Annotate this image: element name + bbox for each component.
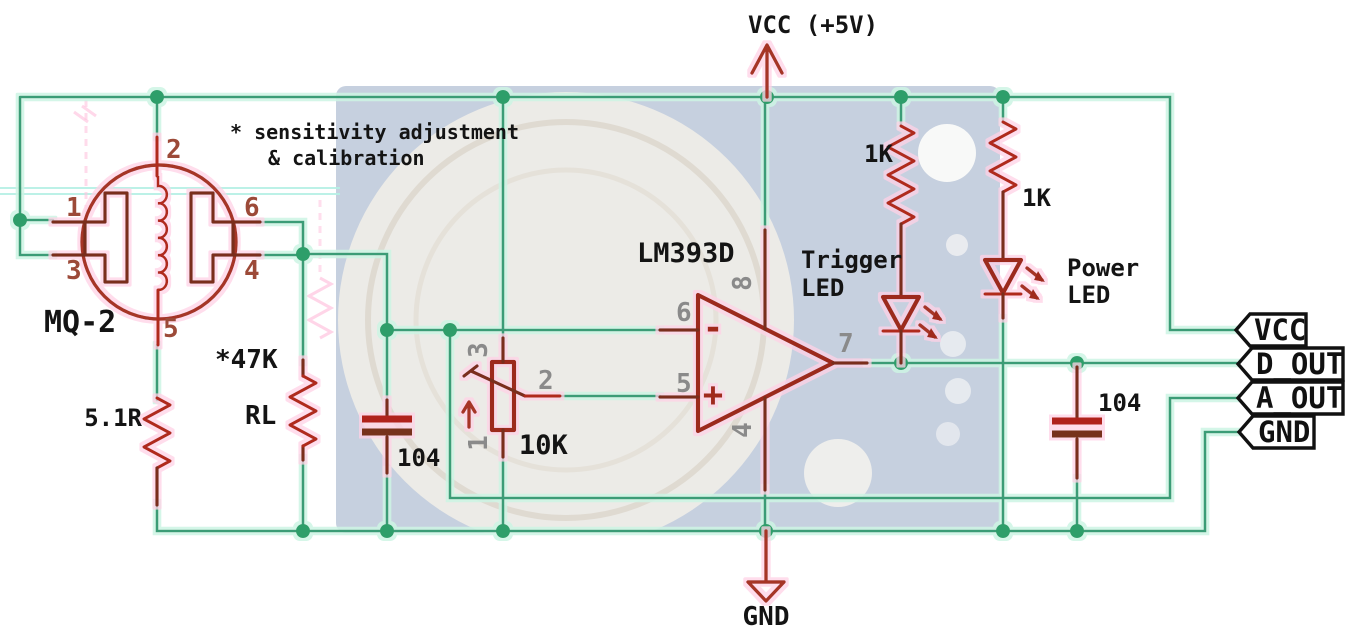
comparator-pin-8: 8: [728, 275, 758, 291]
pot-wiper: [462, 364, 527, 398]
pot-pin-1: 1: [464, 435, 494, 451]
gnd-power-symbol[interactable]: [746, 529, 786, 603]
inverting-input-sign: -: [703, 308, 723, 348]
gnd-rail-label: GND: [743, 602, 790, 632]
power-led-label-2: LED: [1067, 281, 1110, 309]
left-capacitor-symbol[interactable]: [362, 398, 412, 475]
mq2-pin-5: 5: [163, 314, 179, 344]
mq2-sensor-symbol[interactable]: [51, 135, 262, 347]
connector-vcc-label: VCC: [1254, 313, 1306, 347]
trigger-resistor-value: 1K: [864, 140, 893, 168]
mq2-pin-4: 4: [244, 256, 260, 286]
connector-gnd[interactable]: GND: [1236, 414, 1316, 450]
mq2-pin-2: 2: [166, 135, 182, 165]
note-line2: & calibration: [268, 146, 425, 170]
mq2-pin-3: 3: [66, 256, 82, 286]
heater-resistor-value: 5.1R: [84, 404, 142, 432]
comparator-symbol[interactable]: - +: [658, 228, 869, 492]
mq2-pin-6: 6: [244, 193, 260, 223]
comparator-pin-4: 4: [728, 422, 758, 438]
mq2-heater-coil: [156, 176, 169, 292]
mq2-label: MQ-2: [44, 305, 116, 340]
left-capacitor-value: 104: [397, 444, 440, 472]
connector-d-out-label: D_OUT: [1256, 347, 1343, 381]
mq2-right-electrode: [189, 191, 235, 284]
ghost-artifacts: [0, 100, 340, 340]
connector-a-out[interactable]: A_OUT: [1235, 380, 1345, 416]
comparator-pin-6: 6: [676, 298, 692, 328]
labels: VCC (+5V) GND * sensitivity adjustment &…: [44, 11, 1141, 632]
wire-network[interactable]: [13, 90, 1241, 538]
trigger-led-label-2: LED: [801, 274, 844, 302]
right-capacitor-symbol[interactable]: [1052, 365, 1102, 480]
pin-numbers: 1 2 3 4 5 6 3 1 2 6 5 7 8 4: [66, 135, 854, 451]
connector-gnd-label: GND: [1258, 415, 1310, 449]
power-led-resistor-symbol[interactable]: [988, 120, 1018, 262]
trigger-led-resistor-symbol[interactable]: [886, 124, 916, 299]
pot-pin-2: 2: [538, 366, 554, 396]
power-led-symbol[interactable]: [982, 257, 1045, 320]
module-photo-background: [336, 86, 1170, 533]
connector-a-out-label: A_OUT: [1256, 381, 1343, 415]
connector-tags: VCC D_OUT A_OUT GND: [1233, 312, 1345, 450]
pot-pin-3: 3: [464, 342, 494, 358]
pot-adjust-arrow: [461, 400, 477, 429]
load-resistor-ref: RL: [245, 401, 276, 431]
potentiometer-value: 10K: [519, 430, 569, 461]
comparator-pin-7: 7: [838, 329, 854, 359]
connector-d-out[interactable]: D_OUT: [1235, 346, 1345, 382]
mq2-pin-1: 1: [66, 193, 82, 223]
noninverting-input-sign: +: [703, 375, 723, 415]
potentiometer-symbol[interactable]: [461, 336, 562, 459]
components: - +: [51, 43, 1102, 603]
vcc-power-symbol[interactable]: [750, 43, 784, 99]
comparator-name: LM393D: [637, 238, 735, 269]
note-line1: * sensitivity adjustment: [230, 120, 519, 144]
trigger-led-label-1: Trigger: [801, 246, 902, 274]
vcc-rail-label: VCC (+5V): [748, 11, 878, 39]
connector-vcc[interactable]: VCC: [1233, 312, 1308, 348]
load-resistor-symbol[interactable]: [288, 358, 318, 462]
mq2-left-electrode: [83, 191, 129, 284]
junction-dots: [13, 90, 1084, 538]
right-capacitor-value: 104: [1098, 389, 1141, 417]
load-resistor-value: *47K: [215, 345, 278, 375]
trigger-led-symbol[interactable]: [880, 294, 943, 365]
power-resistor-value: 1K: [1022, 184, 1051, 212]
power-led-label-1: Power: [1067, 254, 1139, 282]
heater-resistor-symbol[interactable]: [142, 396, 172, 507]
comparator-pin-5: 5: [676, 369, 692, 399]
